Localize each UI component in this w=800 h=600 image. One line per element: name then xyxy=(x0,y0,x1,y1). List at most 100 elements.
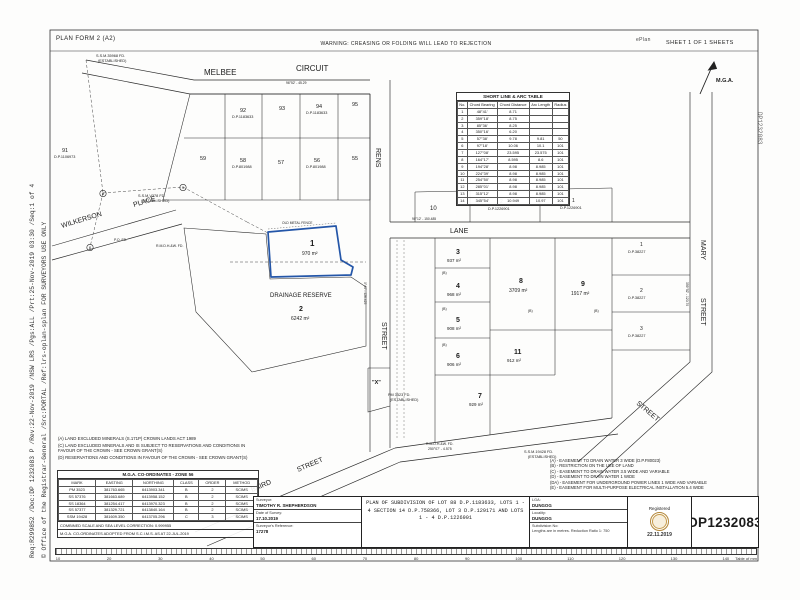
scale-tick-label: 120 xyxy=(618,555,626,561)
street-label-wilkerson: WILKERSON xyxy=(61,211,103,230)
mga-coordinate-table: M.G.A. CO-ORDINATES - ZONE 56 MARK EASTI… xyxy=(57,470,259,539)
easement-item: (D) - EASEMENT TO DRAIN WATER 1 WIDE xyxy=(550,474,635,480)
easement-item: (DA) - EASEMENT FOR UNDERGROUND POWER LI… xyxy=(550,479,707,485)
scale-tick-label: 40 xyxy=(209,555,214,561)
surveyor-reference-label: Surveyor's Reference: xyxy=(256,524,294,529)
locality-value: DUNGOG xyxy=(532,515,552,521)
bearing: 359°52' - 120.70 xyxy=(685,282,689,306)
locality-row: Locality: DUNGOG xyxy=(530,510,627,524)
note-d: (D) RESERVATIONS AND CONDITIONS IN FAVOU… xyxy=(58,455,248,461)
lot-area: 937 m² xyxy=(447,258,462,263)
registered-panel: Registered 22.11.2019 xyxy=(628,497,692,547)
easement-item: (E) - EASEMENT FOR MULTI-PURPOSE ELECTRI… xyxy=(550,485,704,491)
lot-number: 1 xyxy=(640,242,643,248)
lot-area: 929 m² xyxy=(469,402,484,407)
arc-col-bearing: Chord Bearing xyxy=(466,101,498,109)
easement-item: (A) - EASEMENT TO DRAIN WATER 3 WIDE (D.… xyxy=(550,458,661,463)
survey-mark: S.S.M.35968 FD. xyxy=(96,54,125,58)
arc-table-title: SHORT LINE & ARC TABLE xyxy=(457,93,569,101)
survey-mark: PM 3523 FD. xyxy=(388,393,410,397)
survey-mark: (ESTABLISHED) xyxy=(141,199,170,203)
street-label-mary: MARY xyxy=(699,240,706,260)
scale-tick-label: 20 xyxy=(106,555,112,561)
scale-tick-label: 50 xyxy=(260,555,265,561)
lga-label: LGA: xyxy=(532,498,541,502)
scale-tick-label: 90 xyxy=(465,555,470,561)
survey-mark: (ESTABLISHED) xyxy=(98,59,127,63)
coord-col-method: METHOD xyxy=(225,479,258,487)
dp-reference: D.P.38227 xyxy=(628,296,645,300)
easement-legend: (A) - EASEMENT TO DRAIN WATER 3 WIDE (D.… xyxy=(550,458,756,491)
easement-symbol: (B) xyxy=(442,271,447,275)
survey-date-row: Date of Survey: 17.10.2019 xyxy=(254,510,361,524)
subdivision-row: Subdivision No: Lengths are in metres. R… xyxy=(530,523,627,534)
dp-number: DP1232083 xyxy=(692,514,758,530)
scale-tick-label: 130 xyxy=(670,555,678,561)
easement-symbol: (B) xyxy=(528,309,533,313)
scale-tick-label: 30 xyxy=(158,555,163,561)
lot-area: 970 m² xyxy=(302,251,318,257)
parcel-x-label: "X" xyxy=(372,380,381,386)
coord-table-title: M.G.A. CO-ORDINATES - ZONE 56 xyxy=(58,471,258,479)
lot-number: 59 xyxy=(200,156,206,162)
registered-label: Registered xyxy=(648,506,671,511)
dp-number-panel: DP1232083 xyxy=(692,497,758,547)
scale-tick-label: 110 xyxy=(567,555,574,561)
street-label-melbee: MELBEE xyxy=(204,68,236,77)
lot-area: 968 m² xyxy=(447,292,462,297)
lot-number-7: 7 xyxy=(478,393,482,400)
easement-item: (C) - EASEMENT TO DRAIN WATER 3.5 WIDE A… xyxy=(550,468,670,474)
survey-date-label: Date of Survey: xyxy=(256,511,283,516)
street-label-rens: RENS xyxy=(374,148,381,168)
short-line-arc-table: SHORT LINE & ARC TABLE No. Chord Bearing… xyxy=(456,92,570,206)
note-c: (C) LAND EXCLUDED MINERALS AND IS SUBJEC… xyxy=(58,442,246,454)
lot-number-1: 1 xyxy=(310,239,315,248)
fold-warning: WARNING: CREASING OR FOLDING WILL LEAD T… xyxy=(320,41,492,47)
lot-number: 3 xyxy=(640,326,643,332)
mark-number: 6 xyxy=(89,245,92,250)
dp-reference: D.P.1226901 xyxy=(560,206,582,210)
coord-col-easting: EASTING xyxy=(95,479,134,487)
arc-col-radius: Radius xyxy=(551,101,570,109)
eplan-label: ePlan xyxy=(636,37,651,43)
scale-ruler xyxy=(55,548,757,555)
locality-label: Locality: xyxy=(532,511,546,516)
easement-symbol: (B) xyxy=(442,307,447,311)
survey-mark-circles xyxy=(86,184,187,252)
lot-number: 95 xyxy=(352,102,358,108)
easement-symbol: (B) xyxy=(442,343,447,347)
compass-label: M.G.A. xyxy=(716,78,734,84)
bearing: 96°52' - 45.29 xyxy=(286,81,307,85)
street-label-lane: LANE xyxy=(450,228,469,235)
coord-col-order: ORDER xyxy=(198,479,227,487)
coord-header-row: MARK EASTING NORTHING CLASS ORDER METHOD xyxy=(57,479,258,487)
scale-tick-label: 10 xyxy=(55,555,61,561)
survey-mark: (ESTABLISHED) xyxy=(528,455,557,459)
lot-number-5: 5 xyxy=(456,317,460,324)
street-label-street: STREET xyxy=(380,322,387,350)
lot-area: 912 m² xyxy=(507,358,522,363)
street-label-street: STREET xyxy=(635,400,661,424)
coord-footer-2: M.G.A. CO-ORDINATES ADOPTED FROM S.C.I.M… xyxy=(58,529,258,537)
sheet-frame xyxy=(49,29,759,562)
lot-number: 93 xyxy=(279,106,285,112)
north-arrow-icon xyxy=(699,61,718,95)
lot-number: 92 xyxy=(240,108,246,114)
arc-col-number: No. xyxy=(457,101,468,109)
surveyor-reference: 17278 xyxy=(256,529,269,535)
lot-number-3: 3 xyxy=(456,249,460,256)
mark-number: 9 xyxy=(182,185,185,190)
surveyor-reference-row: Surveyor's Reference: 17278 xyxy=(254,523,361,535)
survey-mark: S.S.M.19428 FD. xyxy=(524,450,553,454)
